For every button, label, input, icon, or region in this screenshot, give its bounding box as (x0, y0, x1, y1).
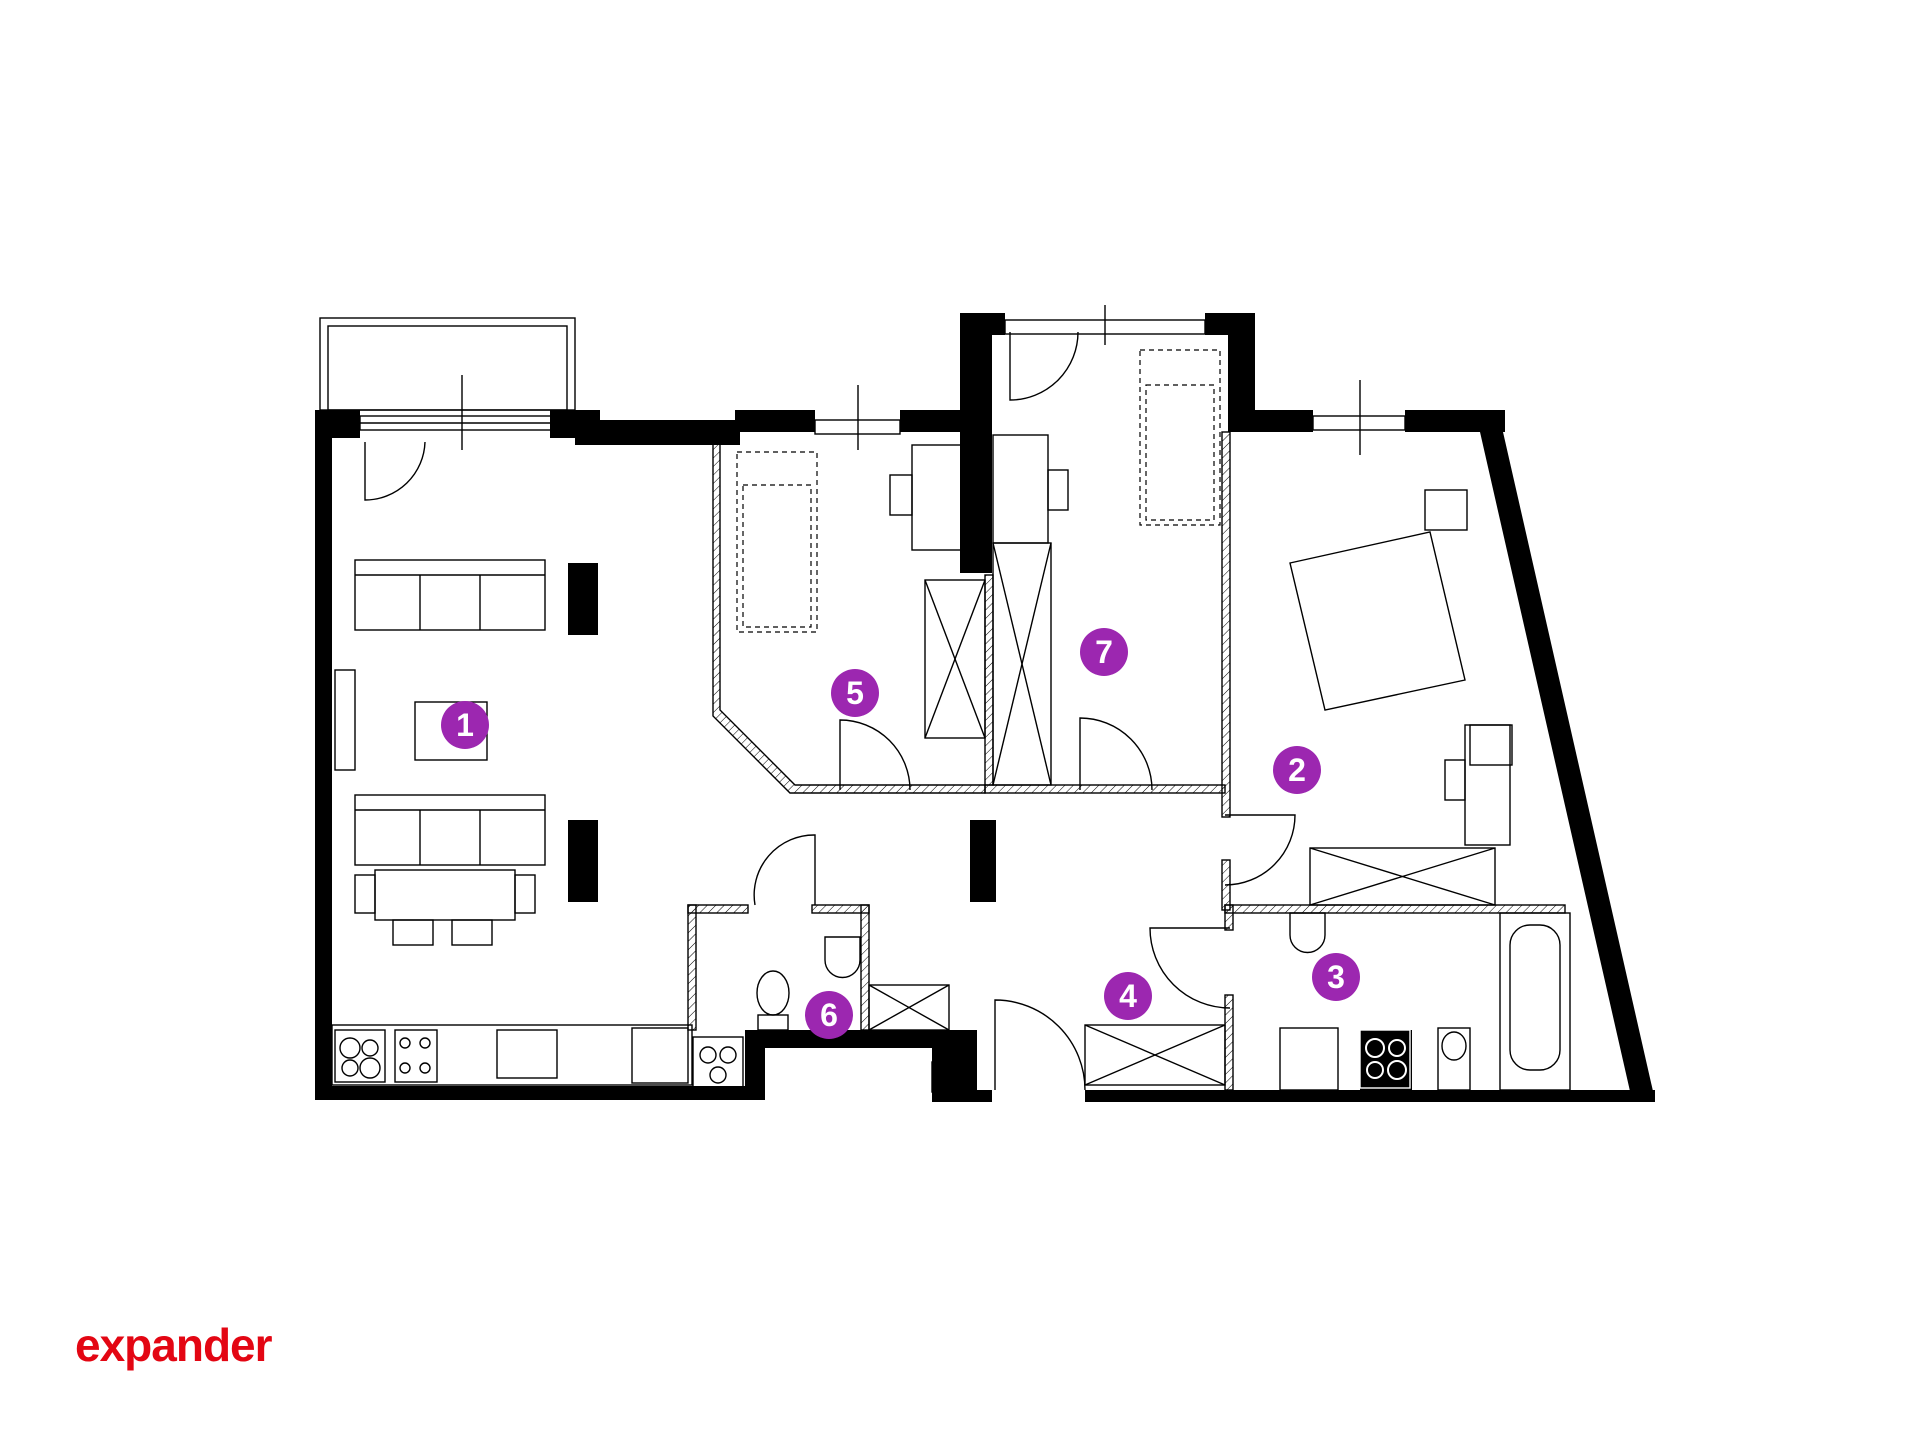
room-marker-6: 6 (805, 991, 853, 1039)
room-marker-6-circle (805, 991, 853, 1039)
room-marker-5-label: 5 (846, 675, 864, 711)
room-marker-1-circle (441, 701, 489, 749)
room-marker-3-label: 3 (1327, 959, 1345, 995)
room-marker-4-label: 4 (1119, 978, 1137, 1014)
room-marker-7-circle (1080, 628, 1128, 676)
room-marker-2: 2 (1273, 746, 1321, 794)
room-marker-2-circle (1273, 746, 1321, 794)
room-marker-7: 7 (1080, 628, 1128, 676)
room-marker-2-label: 2 (1288, 752, 1306, 788)
doors (364, 331, 1296, 1091)
room-marker-4-circle (1104, 972, 1152, 1020)
room-marker-1: 1 (441, 701, 489, 749)
windows (319, 305, 1406, 455)
exterior-walls (315, 313, 1655, 1102)
room-marker-1-label: 1 (456, 707, 474, 743)
expander-logo: expander (75, 1319, 273, 1371)
room-marker-5: 5 (831, 669, 879, 717)
room-marker-3-circle (1312, 953, 1360, 1001)
room-marker-4: 4 (1104, 972, 1152, 1020)
furniture (331, 349, 1571, 1093)
room-marker-6-label: 6 (820, 997, 838, 1033)
room-marker-7-label: 7 (1095, 634, 1113, 670)
logo-text: expander (75, 1319, 273, 1371)
room-marker-3: 3 (1312, 953, 1360, 1001)
room-marker-5-circle (831, 669, 879, 717)
